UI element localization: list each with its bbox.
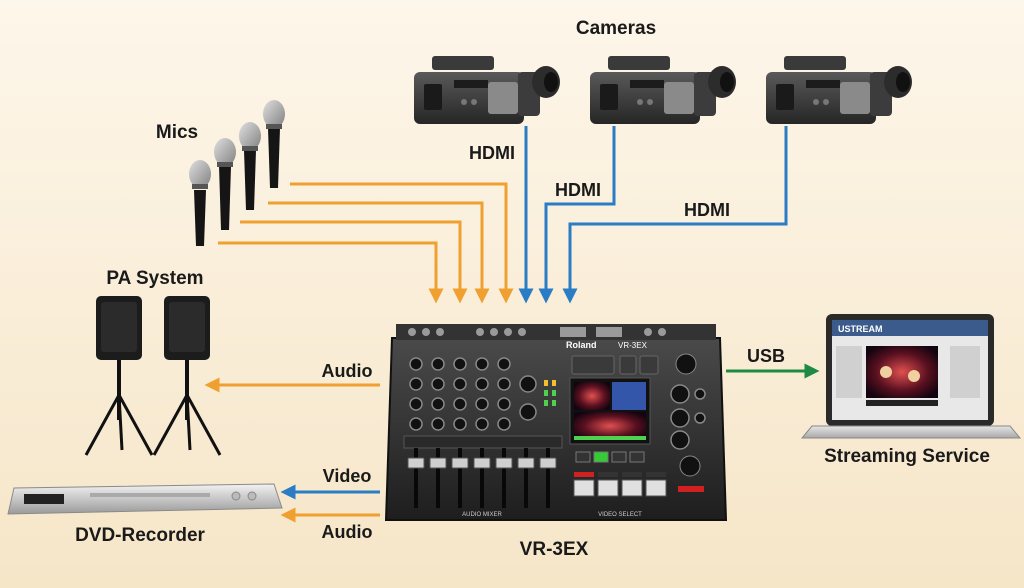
microphone-2 [214,138,236,230]
pa-speaker-left [84,296,154,456]
hdmi-label-1: HDMI [469,143,515,163]
microphone-1 [189,160,211,246]
streaming-service-label: Streaming Service [824,446,990,467]
audio-mixer-label: AUDIO MIXER [462,512,502,518]
hdmi-lines [518,126,788,304]
hdmi-line-camera-3 [562,126,788,304]
model-label: VR-3EX [618,341,648,350]
hdmi-label-2: HDMI [555,180,601,200]
mics-label: Mics [156,122,198,143]
usb-label: USB [747,346,785,366]
mic-1-line [218,241,444,304]
brand-label: Roland [566,340,597,350]
vr3ex-mixer: AUDIO MIXER Roland VR-3EX [384,324,728,521]
audio-dvd-label: Audio [322,522,373,542]
mic-4-line [290,182,514,304]
ustream-logo: USTREAM [838,324,883,334]
microphone-3 [239,122,261,210]
mic-3-line [268,201,490,304]
mixer-label: VR-3EX [520,539,589,560]
mic-2-line [240,220,468,304]
level-meter [544,380,556,406]
video-camera-3 [766,56,912,124]
microphones [189,100,285,246]
cameras-label: Cameras [576,18,656,39]
video-select-label: VIDEO SELECT [598,512,642,518]
video-camera-1 [414,56,560,124]
audio-lines-mics [218,182,514,304]
video-camera-2 [590,56,736,124]
preview-monitor [569,377,651,445]
dvd-recorder-label: DVD-Recorder [75,525,205,546]
video-select-buttons [573,451,667,497]
pa-system-label: PA System [106,268,203,289]
pa-speaker-right [152,296,222,456]
dvd-recorder-device [7,483,283,515]
hdmi-line-camera-2 [538,126,616,304]
audio-knobs [409,357,537,431]
audio-faders [407,448,557,508]
hdmi-label-3: HDMI [684,200,730,220]
video-dvd-label: Video [323,466,372,486]
audio-pa-label: Audio [322,361,373,381]
microphone-4 [263,100,285,188]
laptop-streaming: USTREAM [800,314,1022,439]
